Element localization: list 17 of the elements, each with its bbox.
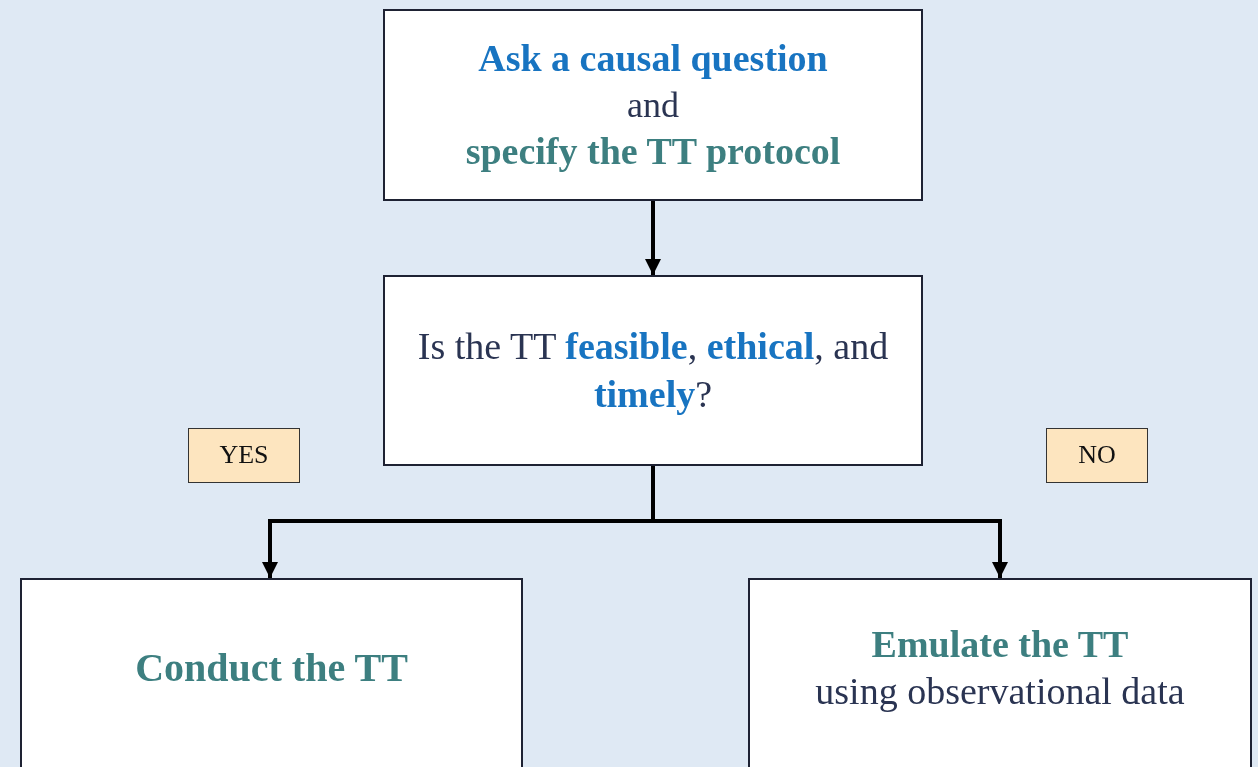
process-box (383, 9, 923, 201)
node-text: specify the TT protocol (465, 128, 841, 174)
decision-box (383, 275, 923, 466)
process-box (20, 578, 523, 767)
branch-label: YES (219, 439, 269, 472)
branch-label-box (188, 428, 300, 483)
node-heading: Emulate the TT (871, 621, 1129, 667)
node-heading: Is the TT feasible, ethical, and timely? (416, 324, 890, 417)
node-heading: Ask a causal question (478, 36, 828, 81)
branch-label: NO (1078, 439, 1116, 472)
node-heading: Conduct the TT (135, 644, 408, 692)
arrow (645, 201, 661, 275)
node-text: using observational data (815, 669, 1185, 714)
process-box (748, 578, 1252, 767)
branch-label-box (1046, 428, 1148, 483)
arrow (651, 466, 1008, 578)
node-text: and (627, 83, 679, 127)
